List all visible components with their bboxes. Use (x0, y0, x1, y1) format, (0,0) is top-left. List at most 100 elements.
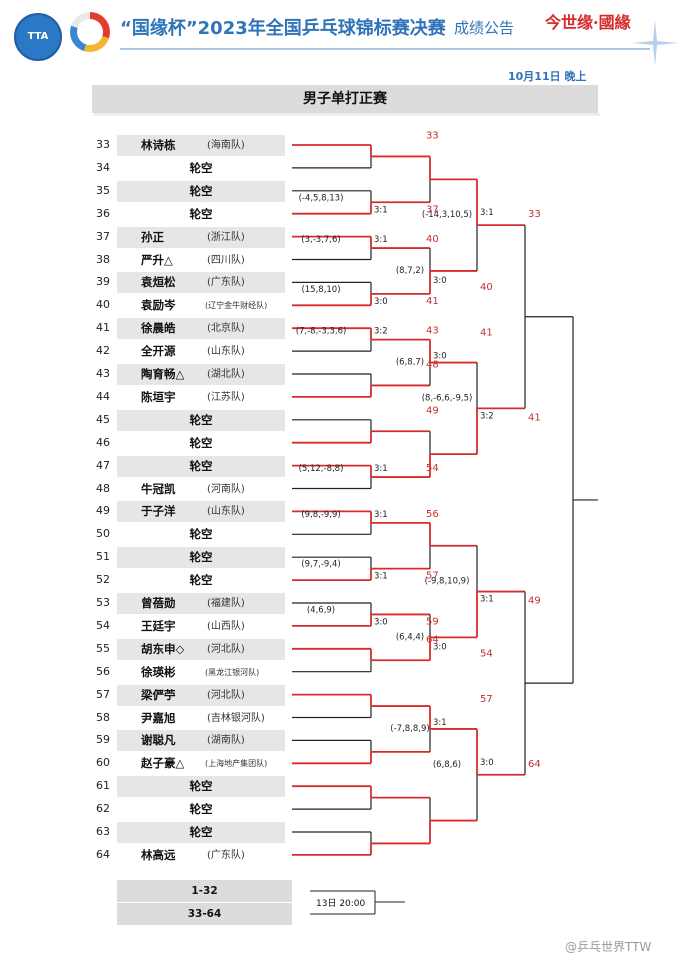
association-logo-text: TTA (27, 31, 49, 42)
seed-number: 59 (96, 733, 110, 747)
round2-winner: 40 (480, 282, 493, 293)
round3-winner: 33 (528, 209, 541, 220)
bye-label: 轮空 (189, 435, 213, 450)
player-cell: 袁烜松 (广东队) (117, 272, 285, 294)
round1-winner: 57 (426, 571, 439, 582)
player-team: (浙江队) (207, 231, 245, 243)
player-row: 39 袁烜松 (广东队) (92, 271, 292, 294)
round2-game-scores: (-7,8,8,9) (390, 724, 429, 734)
player-team: (江苏队) (207, 391, 245, 403)
player-cell: 轮空 (117, 570, 285, 591)
seed-number: 43 (96, 367, 110, 380)
seed-number: 56 (96, 664, 110, 678)
round1-game-scores: (5,12,-8,8) (299, 464, 344, 474)
player-cell: 轮空 (117, 158, 285, 179)
seed-number: 44 (96, 389, 110, 403)
player-team: (海南队) (207, 140, 245, 151)
bye-label: 轮空 (189, 779, 213, 794)
round1-winner: 48 (426, 359, 439, 370)
seed-number: 64 (96, 847, 110, 861)
player-name: 孙正 (141, 229, 164, 244)
player-cell: 轮空 (117, 433, 285, 454)
round1-game-scores: (3,-3,7,6) (301, 235, 340, 245)
player-name: 尹嘉旭 (141, 710, 176, 725)
player-cell: 全开源(山东队) (117, 341, 285, 362)
player-row: 54 王廷宇(山西队) (92, 615, 292, 637)
player-cell: 林高远(广东队) (117, 845, 285, 866)
player-name: 牛冠凯 (141, 481, 176, 496)
player-team: (河北队) (207, 689, 245, 701)
seed-number: 61 (96, 779, 110, 793)
player-name: 袁励岑 (141, 298, 176, 313)
bye-label: 轮空 (189, 183, 213, 198)
player-name: 袁烜松 (141, 275, 176, 290)
player-cell: 徐晨皓(北京队) (117, 318, 285, 340)
sponsor-logo: 今世缘·國緣 (545, 13, 631, 32)
round2-set-score: 3:0 (433, 276, 447, 286)
round1-winner: 49 (426, 405, 439, 416)
bye-label: 轮空 (189, 206, 213, 221)
round3-game-scores: (6,8,6) (433, 760, 461, 770)
round2-winner: 57 (480, 694, 493, 705)
association-logo: TTA (14, 13, 62, 61)
bye-label: 轮空 (189, 412, 213, 427)
round1-winner: 59 (426, 616, 439, 627)
player-cell: 徐瑛彬(黑龙江银河队) (117, 662, 285, 683)
player-cell: 王廷宇(山西队) (117, 616, 285, 637)
player-cell: 轮空 (117, 180, 285, 202)
seed-number: 58 (96, 710, 110, 724)
round1-game-scores: (4,6,9) (307, 605, 335, 615)
bye-label: 轮空 (189, 458, 213, 473)
round2-game-scores: (6,4,4) (396, 632, 424, 642)
seed-number: 39 (96, 275, 110, 289)
seed-number: 54 (96, 618, 110, 632)
round3-game-scores: (-14,3,10,5) (422, 210, 472, 220)
round3-set-score: 3:1 (480, 595, 494, 605)
player-team: (湖北队) (207, 369, 245, 380)
player-team: (四川队) (207, 254, 245, 266)
round1-set-score: 3:1 (374, 572, 388, 582)
bye-label: 轮空 (189, 825, 213, 839)
round3-set-score: 3:1 (480, 208, 494, 218)
player-row: 59 谢聪凡(湖南队) (92, 729, 292, 752)
round1-winner: 56 (426, 509, 439, 520)
seed-number: 38 (96, 252, 110, 266)
round3-set-score: 3:2 (480, 411, 494, 421)
player-cell: 轮空 (117, 524, 285, 545)
header-divider (120, 48, 650, 50)
round3-set-score: 3:0 (480, 758, 494, 768)
round1-winner: 33 (426, 130, 439, 141)
player-team: (广东队) (207, 849, 245, 861)
round1-winner: 37 (426, 204, 439, 215)
player-cell: 胡东申◇(河北队) (117, 638, 285, 660)
player-cell: 谢聪凡(湖南队) (117, 730, 285, 752)
player-name: 梁俨苧 (141, 687, 176, 702)
player-cell: 尹嘉旭(吉林银河队) (117, 708, 285, 729)
player-team: (河北队) (207, 643, 245, 655)
player-name: 曾蓓勋 (141, 596, 176, 610)
player-name: 徐晨皓 (141, 321, 176, 336)
player-cell: 林诗栋(海南队) (117, 135, 285, 156)
seed-number: 33 (96, 138, 110, 151)
round1-set-score: 3:2 (374, 327, 388, 337)
seed-number: 63 (96, 825, 110, 838)
seed-number: 60 (96, 756, 110, 770)
round1-set-score: 3:0 (374, 297, 388, 307)
seed-number: 55 (96, 641, 110, 655)
bye-label: 轮空 (189, 160, 213, 175)
seed-number: 52 (96, 573, 110, 587)
round3-winner: 49 (528, 596, 541, 607)
player-team: (广东队) (207, 277, 245, 289)
player-cell: 轮空 (117, 455, 285, 477)
player-team: (湖南队) (207, 735, 245, 747)
player-team: (上海地产集团队) (205, 759, 268, 769)
round2-set-score: 3:0 (433, 352, 447, 362)
